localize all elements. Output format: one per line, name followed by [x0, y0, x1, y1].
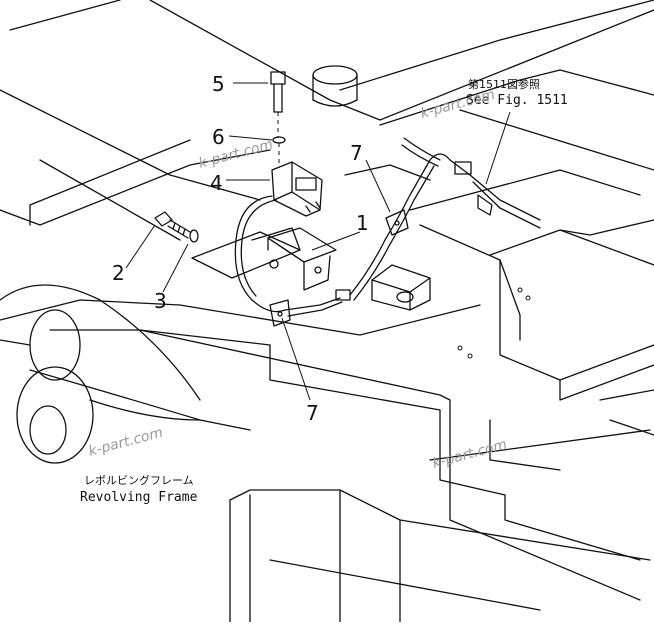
watermark-text: k-part.com [419, 87, 497, 122]
frame-label-jp: レボルビングフレーム [84, 473, 194, 487]
leader-lines [125, 82, 511, 401]
mounting-plate [191, 227, 301, 279]
bolt-2 [154, 211, 191, 239]
round-housing [0, 284, 251, 464]
washer-6 [272, 136, 286, 168]
wiring-harness [234, 137, 541, 317]
filler-cap [312, 65, 358, 107]
see-fig-note-en: See Fig. 1511 [466, 93, 568, 108]
callout-7-upper: 7 [350, 141, 363, 165]
callout-5: 5 [212, 72, 225, 96]
frame-holes [457, 287, 531, 359]
bracket-1 [267, 227, 337, 291]
callout-4: 4 [210, 171, 223, 195]
clip-7 [269, 209, 409, 327]
callout-1: 1 [356, 211, 369, 235]
callout-7-lower: 7 [306, 401, 319, 425]
see-fig-note-jp: 第1511図参照 [468, 77, 540, 91]
washer-3 [189, 229, 199, 243]
watermark-text: k-part.com [197, 137, 275, 172]
bolt-5 [270, 71, 286, 138]
callout-6: 6 [212, 125, 225, 149]
component-box [371, 264, 431, 311]
callout-2: 2 [112, 261, 125, 285]
watermark-text: k-part.com [431, 437, 509, 472]
watermark-text: k-part.com [87, 425, 165, 460]
horn-4 [271, 161, 323, 217]
frame-label-en: Revolving Frame [80, 490, 198, 505]
callout-3: 3 [154, 289, 167, 313]
